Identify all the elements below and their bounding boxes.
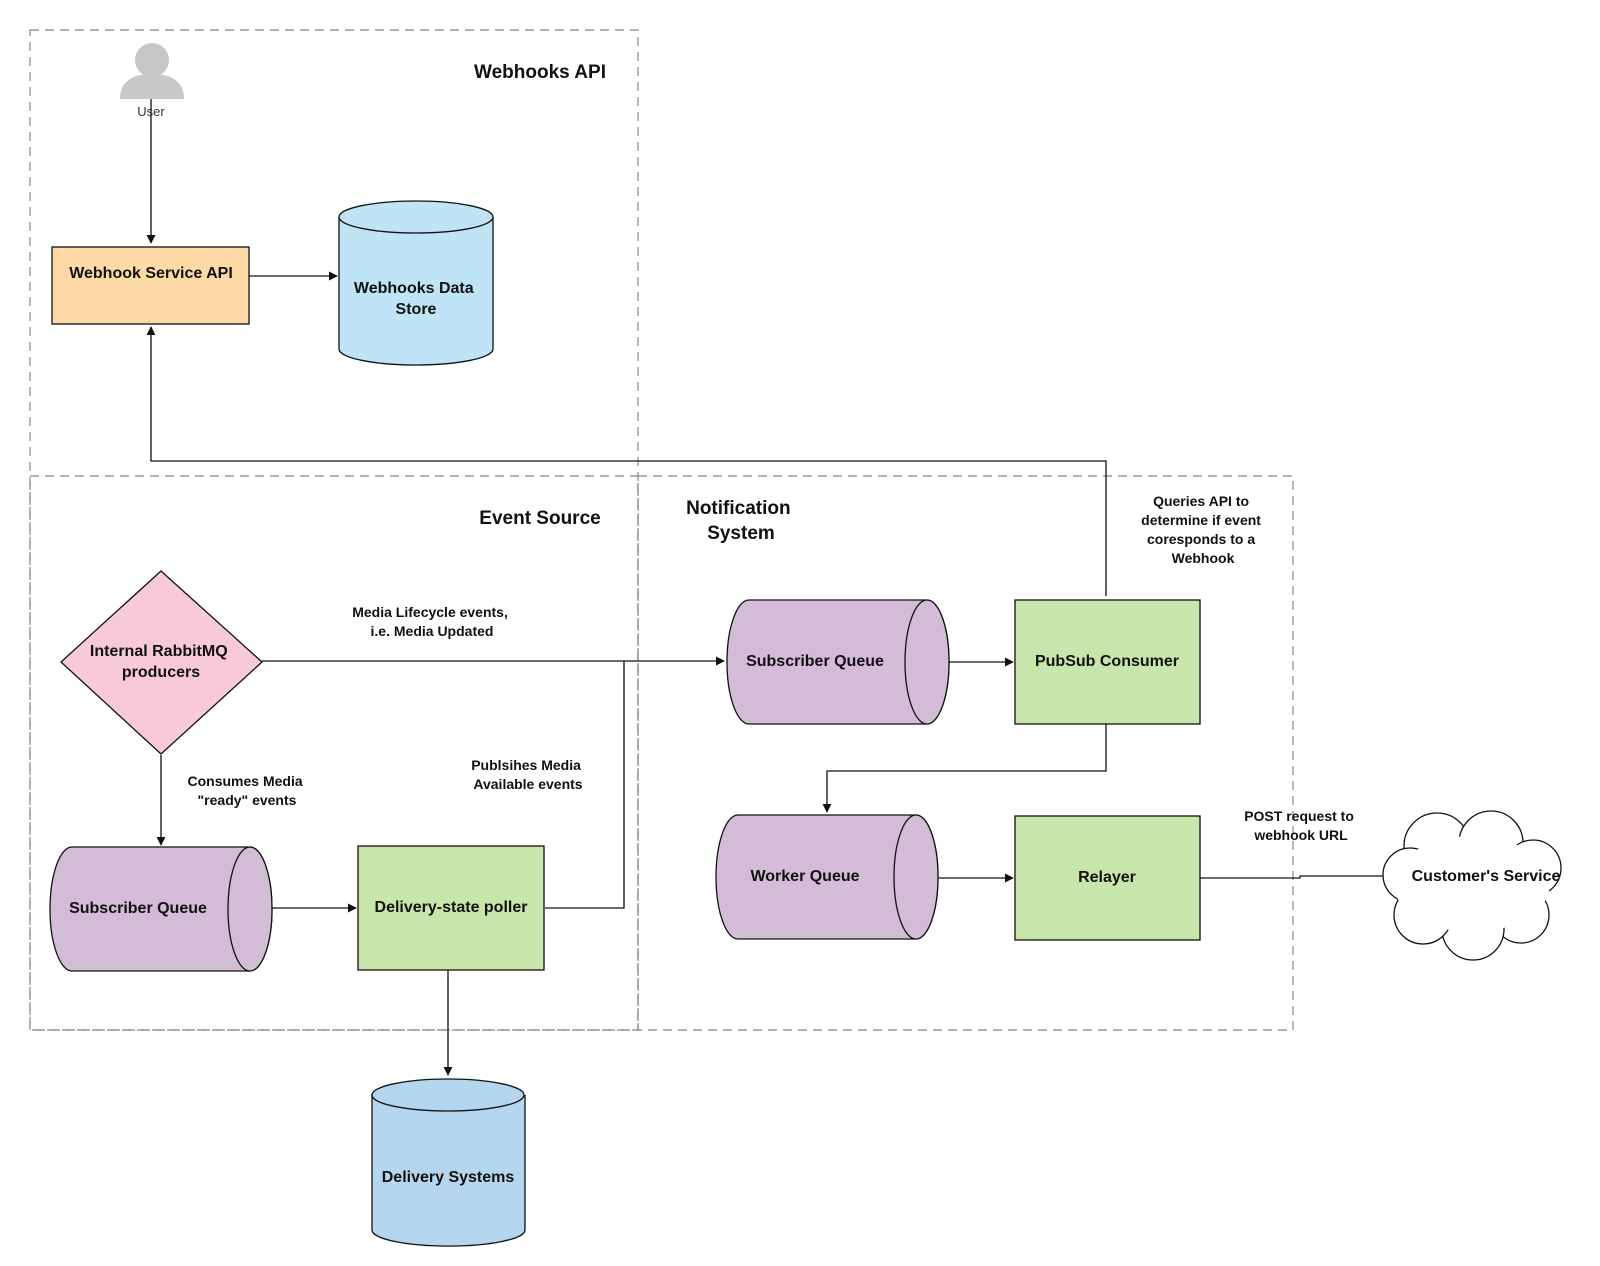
internal-rabbitmq-producers-diamond xyxy=(60,570,263,755)
post-request-label: POST request to webhook URL xyxy=(1244,808,1358,843)
media-lifecycle-label: Media Lifecycle events, i.e. Media Updat… xyxy=(352,604,512,639)
webhooks-data-store-label: Webhooks Data Store xyxy=(354,280,478,318)
pubsub-consumer-box xyxy=(1014,599,1201,725)
subscriber-queue-left-cylinder xyxy=(49,846,273,972)
delivery-state-poller-label: Delivery-state poller xyxy=(375,899,528,916)
edge-relayer-to-customers-service xyxy=(1199,871,1401,881)
customers-service-label: Customer's Service xyxy=(1412,868,1561,885)
notification-system-region xyxy=(637,475,1294,1031)
edge-poller-to-subscriber-queue-right xyxy=(545,661,625,909)
cloud-icon xyxy=(1382,810,1562,961)
webhooks-data-store-cylinder xyxy=(338,200,494,366)
relayer-label: Relayer xyxy=(1078,869,1136,886)
event-source-title: Event Source xyxy=(479,508,600,529)
edge-pubsub-to-worker-queue xyxy=(822,724,1107,813)
queries-api-label: Queries API to determine if event coresp… xyxy=(1141,493,1265,566)
worker-queue-cylinder xyxy=(715,814,939,940)
subscriber-queue-left-label: Subscriber Queue xyxy=(69,900,207,917)
user-label: User xyxy=(137,104,165,119)
worker-queue-label: Worker Queue xyxy=(750,868,859,885)
subscriber-queue-right-label: Subscriber Queue xyxy=(746,653,884,670)
notification-system-title: Notification System xyxy=(686,498,796,544)
webhook-service-api-label: Webhook Service API xyxy=(69,265,233,282)
subscriber-queue-right-cylinder xyxy=(726,599,950,725)
relayer-box xyxy=(1014,815,1201,941)
consumes-media-label: Consumes Media "ready" events xyxy=(187,773,306,808)
user-avatar-icon xyxy=(120,43,184,99)
delivery-systems-cylinder xyxy=(371,1078,526,1247)
publishes-media-label: Publsihes Media Available events xyxy=(471,757,585,792)
edge-pubsub-queries-api xyxy=(146,326,1107,596)
event-source-region xyxy=(29,475,639,1031)
delivery-systems-label: Delivery Systems xyxy=(382,1169,515,1186)
delivery-state-poller-box xyxy=(357,845,545,971)
webhooks-api-title: Webhooks API xyxy=(474,62,606,83)
webhook-service-api-box xyxy=(51,246,250,325)
pubsub-consumer-label: PubSub Consumer xyxy=(1035,653,1179,670)
internal-rabbitmq-producers-label: Internal RabbitMQ producers xyxy=(90,643,232,681)
